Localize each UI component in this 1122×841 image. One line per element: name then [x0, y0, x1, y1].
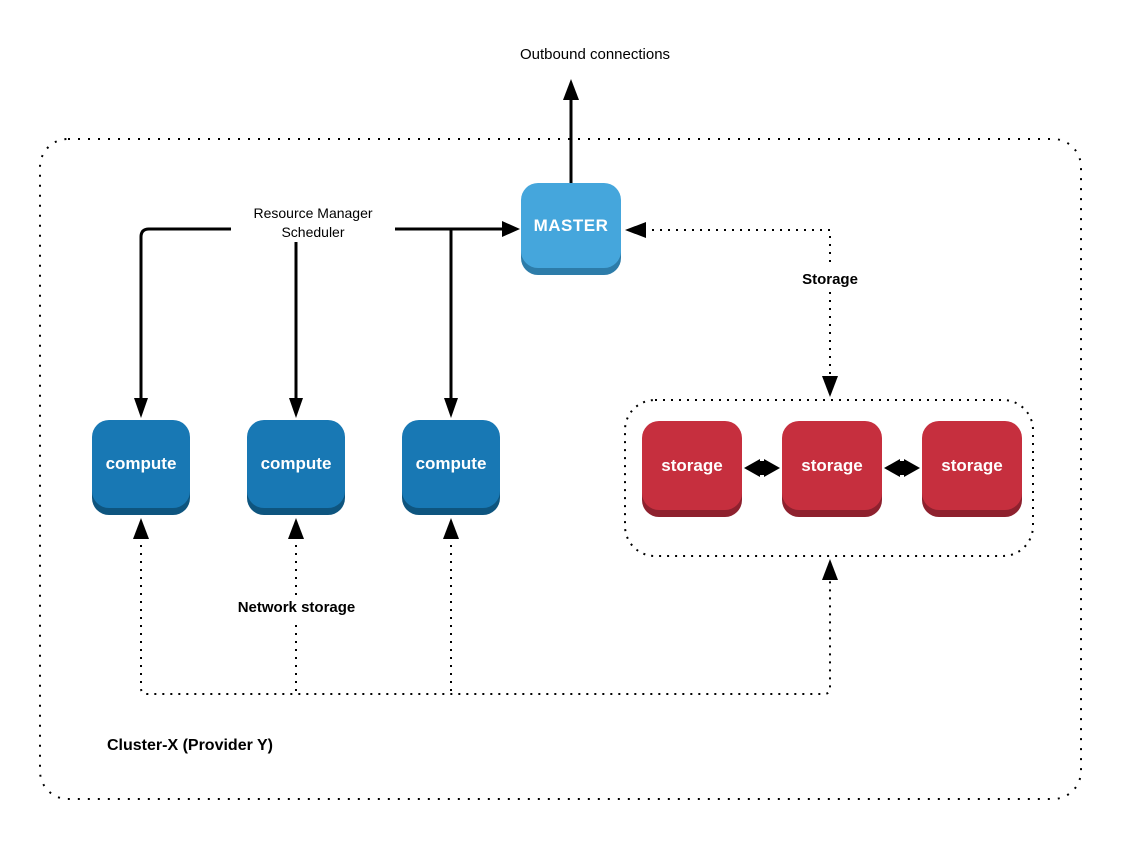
network-storage-wires [133, 518, 838, 695]
storage-node-3-label: storage [941, 455, 1003, 475]
storage-node-3: storage [922, 421, 1022, 510]
arrowhead-into-storage-group-top [822, 376, 838, 397]
network-storage-label: Network storage [219, 596, 374, 619]
storage-node-1: storage [642, 421, 742, 510]
compute-node-1: compute [92, 420, 190, 508]
resource-manager-label: Resource Manager Scheduler [231, 204, 395, 242]
cluster-name-label: Cluster-X (Provider Y) [107, 737, 273, 754]
storage-sync-arrow-2 [884, 459, 920, 477]
compute-node-2-label: compute [260, 454, 332, 473]
storage-node-2: storage [782, 421, 882, 510]
outbound-connections-label: Outbound connections [519, 46, 671, 63]
compute-node-3: compute [402, 420, 500, 508]
outbound-arrow [563, 79, 579, 183]
compute-node-3-label: compute [415, 454, 487, 473]
arrowhead-into-master-right [625, 222, 646, 238]
storage-sync-arrow-1 [744, 459, 780, 477]
storage-group-boundary [624, 399, 1034, 557]
cluster-boundary [39, 138, 1082, 800]
arrowhead-up-compute-2 [288, 518, 304, 539]
storage-link-wire [625, 222, 838, 397]
master-node-label: MASTER [533, 215, 609, 235]
arrowhead-into-compute-2 [289, 398, 303, 418]
arrowhead-into-compute-1 [134, 398, 148, 418]
storage-node-1-label: storage [661, 455, 723, 475]
resource-manager-label-line1: Resource Manager [253, 205, 373, 221]
arrowhead-up-compute-1 [133, 518, 149, 539]
compute-node-1-label: compute [105, 454, 177, 473]
resource-manager-label-line2: Scheduler [281, 224, 345, 240]
storage-link-label: Storage [778, 268, 882, 291]
compute-node-2: compute [247, 420, 345, 508]
resource-manager-wires [134, 221, 520, 418]
master-node: MASTER [521, 183, 621, 268]
arrowhead-into-master [502, 221, 520, 237]
arrowhead-up-storage-group-bottom [822, 559, 838, 580]
arrowhead-into-compute-3 [444, 398, 458, 418]
storage-node-2-label: storage [801, 455, 863, 475]
arrowhead-up-compute-3 [443, 518, 459, 539]
